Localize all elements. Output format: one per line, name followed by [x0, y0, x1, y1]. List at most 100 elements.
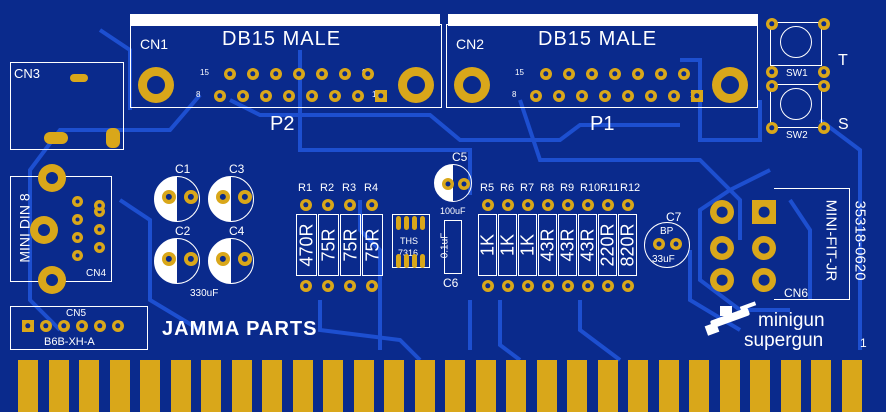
cn6-pin-3: [752, 236, 776, 260]
cn1-pins-bottom-7: [375, 90, 387, 102]
c6-outline: [444, 220, 462, 274]
switch-pad-3: [818, 66, 830, 78]
sw2-button[interactable]: [780, 88, 812, 120]
sw1-outline: [770, 22, 822, 66]
cn2-pins-bottom-2: [576, 90, 588, 102]
cn3-ref: CN3: [14, 66, 41, 81]
cn5-pin-4: [94, 320, 106, 332]
resistor-pad-bottom-r3: [344, 280, 356, 292]
resistor-r8: 43R: [537, 214, 557, 276]
resistor-value-r10: 43R: [577, 228, 597, 262]
jamma-finger-11: [323, 360, 343, 412]
switch-pad-2: [766, 66, 778, 78]
jamma-finger-4: [109, 360, 130, 412]
cn5-type: B6B-XH-A: [44, 336, 95, 348]
cn1-pins-bottom-1: [237, 90, 249, 102]
cn1-pins-bottom-5: [329, 90, 341, 102]
cn1-pins-top-4: [316, 68, 328, 80]
resistor-pad-top-r9: [562, 199, 574, 211]
cn1-title: DB15 MALE: [222, 28, 342, 50]
ic-line1: THS: [400, 236, 418, 246]
ic-pad-top-2: [412, 216, 417, 230]
cn2-pins-top-6: [678, 68, 690, 80]
cn1-pins-bottom-0: [214, 90, 226, 102]
cn2-outline: [446, 24, 758, 108]
resistor-pad-top-r2: [322, 199, 334, 211]
jamma-finger-25: [750, 360, 770, 412]
cn4-pin-1: [72, 214, 83, 225]
c5-pad-1: [442, 178, 454, 190]
cn1-player-label: P2: [270, 113, 295, 135]
sw2-label: S: [838, 116, 849, 133]
cn4-pin-7: [94, 200, 105, 211]
switch-pad-7: [818, 122, 830, 134]
jamma-finger-12: [353, 360, 374, 412]
cn2-pin8: 8: [512, 90, 517, 99]
c3-ref: C3: [229, 162, 245, 176]
resistor-ref-r4: R4: [364, 182, 379, 194]
cn4-ref: CN4: [86, 268, 107, 279]
resistor-r3: 75R: [340, 214, 361, 276]
sw1-button[interactable]: [780, 26, 812, 58]
resistor-pad-bottom-r10: [582, 280, 594, 292]
resistor-pad-bottom-r9: [562, 280, 574, 292]
sw2-ref: SW2: [786, 130, 808, 141]
c7-pad-2: [670, 238, 682, 250]
cn2-pins-bottom-4: [622, 90, 634, 102]
resistor-value-r9: 43R: [557, 228, 577, 262]
cn4-shield-top: [38, 164, 66, 192]
jamma-finger-13: [384, 360, 404, 412]
resistor-pad-top-r8: [542, 199, 554, 211]
cn1-outline: [130, 24, 442, 108]
cn1-pins-top-0: [224, 68, 236, 80]
cn2-pins-bottom-6: [668, 90, 680, 102]
cn2-pins-bottom-5: [645, 90, 657, 102]
cn4-pin-2: [72, 232, 83, 243]
cn5-pin-2: [58, 320, 70, 332]
cn1-pins-top-6: [362, 68, 374, 80]
minigun-logo: [704, 301, 757, 336]
resistor-pad-top-r12: [622, 199, 634, 211]
jamma-finger-28: [841, 360, 862, 412]
cn4-shield-bottom: [38, 266, 66, 294]
cn1-pins-top-5: [339, 68, 351, 80]
jamma-finger-17: [506, 360, 526, 412]
ic-pad-top-1: [404, 216, 409, 230]
resistor-value-r5: 1K: [477, 233, 497, 257]
resistor-value-r11: 220R: [597, 223, 617, 267]
c5-ref: C5: [452, 150, 468, 164]
sw1-label: T: [838, 52, 848, 69]
resistor-r1: 470R: [296, 214, 317, 276]
resistor-ref-r7: R7: [520, 182, 535, 194]
resistor-ref-r9: R9: [560, 182, 575, 194]
jamma-finger-1: [18, 360, 38, 412]
switch-pad-5: [818, 80, 830, 92]
cn4-pin-0: [72, 196, 83, 207]
resistor-ref-r1: R1: [298, 182, 313, 194]
ic-pad-bottom-3: [420, 254, 425, 268]
cn2-ref: CN2: [456, 36, 485, 52]
cn5-ref: CN5: [66, 308, 87, 319]
jamma-finger-10: [292, 360, 313, 412]
resistor-pad-bottom-r6: [502, 280, 514, 292]
ic-outline: [392, 214, 430, 268]
jamma-finger-21: [628, 360, 648, 412]
resistor-r10: 43R: [577, 214, 597, 276]
c6-value: 0.1uF: [439, 232, 451, 259]
cn1-pins-bottom-6: [352, 90, 364, 102]
resistor-r12: 820R: [617, 214, 637, 276]
cn2-pins-top-2: [586, 68, 598, 80]
jamma-finger-5: [140, 360, 160, 412]
jamma-finger-20: [597, 360, 618, 412]
switch-pad-0: [766, 18, 778, 30]
resistor-r11: 220R: [597, 214, 617, 276]
cn4-pin-5: [94, 224, 105, 235]
resistor-pad-top-r4: [366, 199, 378, 211]
cap-pad-2: [216, 190, 230, 204]
cn1-pins-top-1: [247, 68, 259, 80]
cn5-pin-1: [40, 320, 52, 332]
cn5-outline: [10, 306, 148, 350]
cn3-pad-right: [106, 128, 120, 148]
resistor-pad-top-r10: [582, 199, 594, 211]
